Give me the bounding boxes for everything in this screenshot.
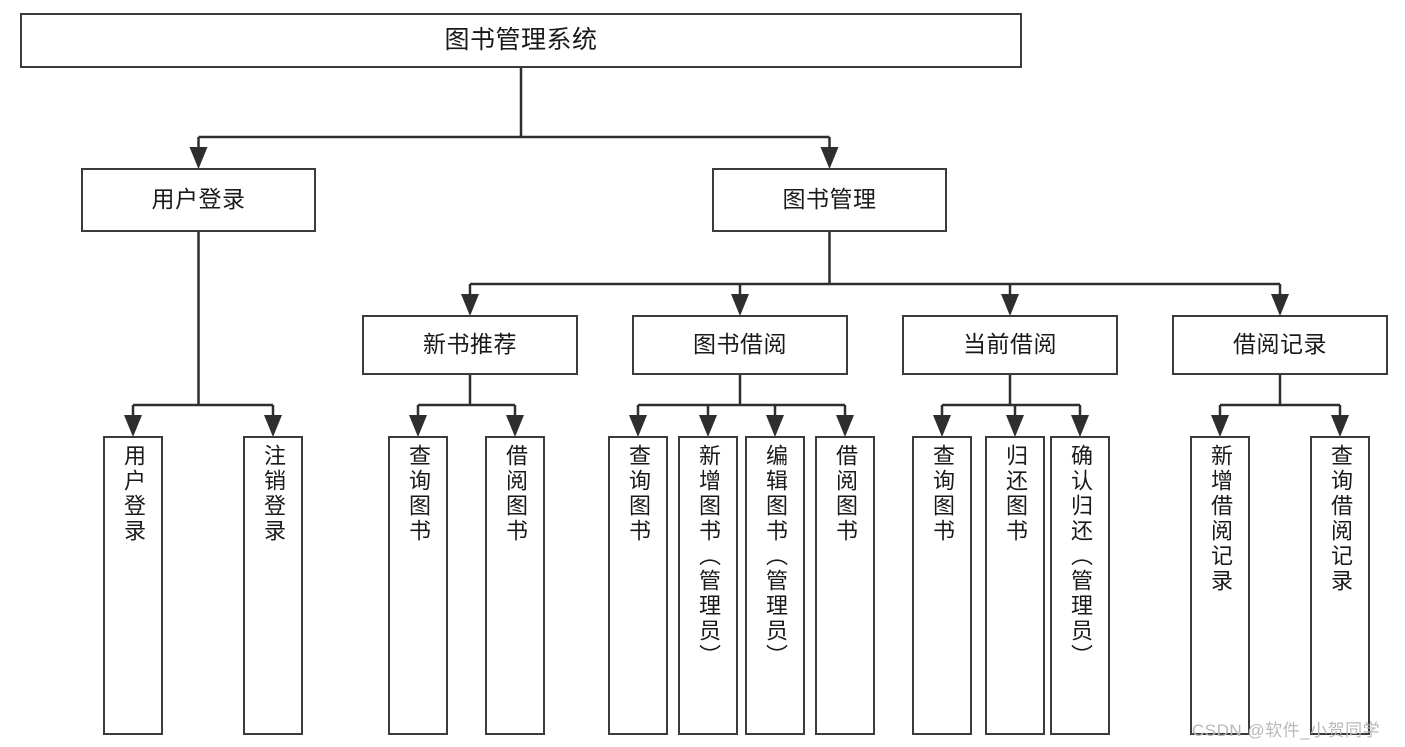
arrowhead-icon [1071,415,1089,437]
arrowhead-icon [461,294,479,316]
node-label-leaf-query-borrow-record: 查询借阅记录 [1328,444,1353,594]
arrowhead-icon [766,415,784,437]
node-label-current-borrow: 当前借阅 [963,331,1057,358]
node-label-new-book-recommend: 新书推荐 [423,331,517,358]
node-label-book-borrow: 图书借阅 [693,331,787,358]
node-user-login[interactable]: 用户登录 [81,168,316,232]
node-label-leaf-return-book: 归还图书 [1003,444,1028,544]
node-leaf-add-book-admin[interactable]: 新增图书（管理员） [678,436,738,735]
node-leaf-query-book-3[interactable]: 查询图书 [912,436,972,735]
node-leaf-confirm-return[interactable]: 确认归还（管理员） [1050,436,1110,735]
node-leaf-return-book[interactable]: 归还图书 [985,436,1045,735]
node-label-leaf-logout-login: 注销登录 [261,444,286,544]
node-label-root: 图书管理系统 [444,25,598,54]
arrowhead-icon [124,415,142,437]
node-label-leaf-query-book-3: 查询图书 [930,444,955,544]
node-leaf-user-login[interactable]: 用户登录 [103,436,163,735]
node-label-borrow-record: 借阅记录 [1233,331,1327,358]
node-new-book-recommend[interactable]: 新书推荐 [362,315,578,375]
arrowhead-icon [264,415,282,437]
node-label-book-manage: 图书管理 [782,186,877,213]
node-label-leaf-query-book-2: 查询图书 [626,444,651,544]
arrowhead-icon [836,415,854,437]
node-leaf-query-borrow-record[interactable]: 查询借阅记录 [1310,436,1370,735]
node-label-leaf-user-login: 用户登录 [121,444,146,544]
node-label-leaf-add-book-admin: 新增图书（管理员） [696,444,721,669]
node-leaf-query-book-2[interactable]: 查询图书 [608,436,668,735]
node-leaf-borrow-book-2[interactable]: 借阅图书 [815,436,875,735]
node-label-leaf-borrow-book-1: 借阅图书 [503,444,528,544]
node-label-leaf-edit-book-admin: 编辑图书（管理员） [763,444,788,669]
node-leaf-edit-book-admin[interactable]: 编辑图书（管理员） [745,436,805,735]
arrowhead-icon [933,415,951,437]
node-label-leaf-add-borrow-record: 新增借阅记录 [1208,444,1233,594]
arrowhead-icon [1001,294,1019,316]
arrowhead-icon [629,415,647,437]
node-borrow-record[interactable]: 借阅记录 [1172,315,1388,375]
node-root[interactable]: 图书管理系统 [20,13,1022,68]
arrowhead-icon [409,415,427,437]
node-current-borrow[interactable]: 当前借阅 [902,315,1118,375]
csdn-watermark: CSDN @软件_小贺同学 [1192,721,1381,740]
arrowhead-icon [1271,294,1289,316]
node-leaf-query-book-1[interactable]: 查询图书 [388,436,448,735]
arrowhead-icon [1211,415,1229,437]
arrowhead-icon [506,415,524,437]
arrowhead-icon [1331,415,1349,437]
node-label-leaf-borrow-book-2: 借阅图书 [833,444,858,544]
arrowhead-icon [189,147,208,169]
node-leaf-add-borrow-record[interactable]: 新增借阅记录 [1190,436,1250,735]
node-leaf-borrow-book-1[interactable]: 借阅图书 [485,436,545,735]
arrowhead-icon [1006,415,1024,437]
node-leaf-logout-login[interactable]: 注销登录 [243,436,303,735]
node-book-borrow[interactable]: 图书借阅 [632,315,848,375]
node-label-user-login: 用户登录 [151,186,246,213]
arrowhead-icon [699,415,717,437]
node-label-leaf-query-book-1: 查询图书 [406,444,431,544]
node-book-manage[interactable]: 图书管理 [712,168,947,232]
arrowhead-icon [731,294,749,316]
arrowhead-icon [820,147,839,169]
node-label-leaf-confirm-return: 确认归还（管理员） [1068,444,1093,669]
